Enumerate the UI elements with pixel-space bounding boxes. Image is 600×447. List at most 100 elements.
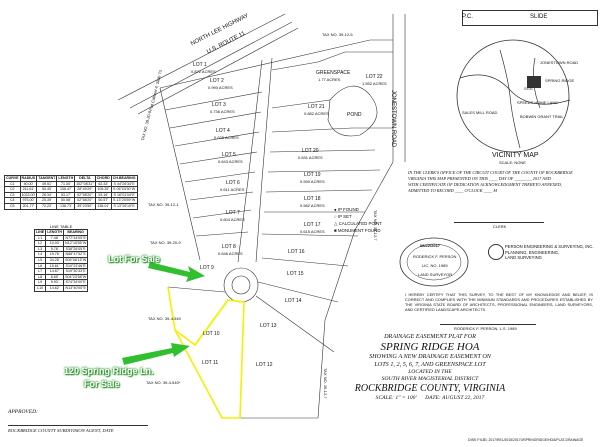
cell: 201.77' [19, 203, 38, 210]
header-cell: LINE [33, 229, 47, 236]
seal-caption: LAND SURVEYOR [418, 272, 453, 277]
header-cell: CH.BEARING [110, 175, 138, 182]
cell: N77°44'05"E [62, 234, 89, 242]
cell: S38°26'05"E [62, 245, 89, 253]
lot-label: LOT 2 [210, 78, 224, 84]
cell: S 13°26'15"E [110, 203, 138, 210]
vicinity-scale: SCALE: NONE [499, 160, 526, 165]
cell: L9 [33, 279, 47, 286]
lot-acres: 1.552 ACRES [362, 81, 387, 86]
vicinity-title: VICINITY MAP [492, 152, 539, 159]
legend-label: MONUMENT FOUND [337, 228, 381, 233]
cell: S 05°03'30"W [110, 186, 138, 193]
curve-table: CURVE RADIUS TANGENT LENGTH DELTA CHORD … [4, 175, 138, 210]
title-line-4: LOTS 1, 2, 5, 6, 7, AND GREENSPACE LOT [374, 361, 486, 368]
cell: 102°08'31" [74, 180, 96, 188]
title-scale: SCALE: 1" = 100' [375, 395, 417, 401]
cell: S 13°25'59"W [110, 197, 138, 204]
title-date: DATE: AUGUST 22, 2017 [425, 395, 485, 401]
legend-label: IP SET [337, 214, 352, 219]
company-line: LAND SURVEYING [505, 255, 542, 260]
approval-signature-line [8, 425, 148, 426]
header-cell: CHORD [94, 175, 112, 182]
lot-acres: 0.604 ACRES [220, 217, 245, 222]
lot-label: LOT 10 [203, 331, 220, 337]
clerk-line: WITH CERTIFICATE OF DEDICATION ACKNOWLED… [408, 182, 562, 187]
vicinity-label: SITE [524, 86, 533, 91]
cell: L5 [33, 257, 47, 264]
lot-label: LOT 17 [304, 222, 321, 228]
lot-label: LOT 12 [256, 362, 273, 368]
lot-label: LOT 6 [226, 180, 240, 186]
lot-acres: 0.646 ACRES [218, 251, 243, 256]
cell: 136.01' [94, 203, 112, 210]
approved-label: APPROVED: [8, 409, 38, 415]
tax-ref-right-lower: TAX NO. 39-12-7 [323, 368, 328, 399]
title-line-5: LOCATED IN THE [408, 369, 452, 375]
arrow-address [122, 343, 190, 365]
cell: L7 [33, 268, 47, 275]
company-block: PERSON ENGINEERING & SURVEYING, INC. PLA… [505, 244, 594, 261]
company-name: PERSON ENGINEERING & SURVEYING, INC. [505, 244, 594, 249]
lot-label: LOT 5 [222, 152, 236, 158]
calculated-point-icon: △ [334, 221, 338, 226]
line-table-header: LINE LENGTH BEARING [33, 229, 89, 236]
legend-item: ● IP FOUND [334, 206, 382, 213]
slide-label: SLIDE [530, 14, 548, 20]
seal-name: RODERICK F. PERSON [413, 254, 457, 259]
cell: L4 [33, 251, 47, 258]
cell: 1023.00' [19, 191, 38, 199]
lot-acres: 0.590 ACRES [300, 179, 325, 184]
clerk-label: CLERK [493, 224, 507, 229]
cell: 28°49'29" [74, 186, 96, 193]
signature-line [440, 324, 536, 325]
vicinity-label: SALES MILL ROAD [462, 110, 498, 115]
cell: S05°08'15"W [62, 257, 89, 264]
title-line-7: ROCKBRIDGE COUNTY, VIRGINIA [354, 383, 506, 394]
tax-ref-top: TAX NO. 39-12-5 [322, 32, 353, 37]
lot-acres: 0.882 ACRES [304, 111, 329, 116]
clerk-block: IN THE CLERK'S OFFICE OF THE CIRCUIT COU… [408, 170, 594, 194]
disk-file-path: G: 2017/REL/2015/20170/SPRINGRIDGE/HOA/P… [484, 438, 584, 442]
vicinity-label: BOBWIN GRANT TRAIL [520, 114, 564, 119]
company-line: PLANNING, ENGINEERING, [505, 249, 560, 255]
clerk-signature-line [454, 222, 544, 223]
lot-acres: 0.872 ACRES [191, 69, 216, 74]
lot-label: LOT 1 [193, 62, 207, 68]
header-cell: LENGTH [56, 175, 76, 182]
legend-item: ■ MONUMENT FOUND [334, 227, 382, 234]
title-block: DRAINAGE EASEMENT PLAT FOR SPRING RIDGE … [332, 333, 528, 402]
approval-agent: ROCKBRIDGE COUNTY SUBDIVISION AGENT, DAT… [8, 428, 114, 433]
cell: 72.23' [36, 203, 58, 210]
lot-label: LOT 9 [200, 265, 214, 271]
cell: S19°30'33"E [62, 268, 89, 275]
line-table-title: LINE TABLE [50, 224, 73, 229]
cell: 14.62' [45, 284, 64, 292]
header-cell: TANGENT [36, 175, 58, 182]
header-cell: RADIUS [19, 175, 38, 182]
tax-ref-left-mid: TAX NO. 39-12-1 [148, 202, 179, 207]
legend-item: △ CALCULATED POINT [334, 220, 382, 227]
cell: 105.35' [94, 186, 112, 193]
seal-date: 08/22/2017 [420, 243, 441, 248]
company-logo [488, 244, 504, 260]
cell: 02°58'20" [74, 197, 96, 204]
cell: N13°40'00"E [62, 284, 89, 292]
cell: N12°15'55"W [62, 240, 89, 247]
lot-acres: 0.611 ACRES [220, 187, 245, 192]
cell: S04°23'58"W [62, 273, 89, 281]
lot-label: LOT 22 [366, 74, 383, 80]
lot-label: LOT 4 [216, 128, 230, 134]
title-scale-date: SCALE: 1" = 100' DATE: AUGUST 22, 2017 [332, 395, 528, 402]
lot-label: LOT 19 [304, 172, 321, 178]
cell: 02°58'20" [74, 191, 96, 199]
certification-signer: RODERICK F. PERSON, L.S. 1989 [454, 326, 517, 331]
ip-found-icon: ● [334, 207, 337, 212]
